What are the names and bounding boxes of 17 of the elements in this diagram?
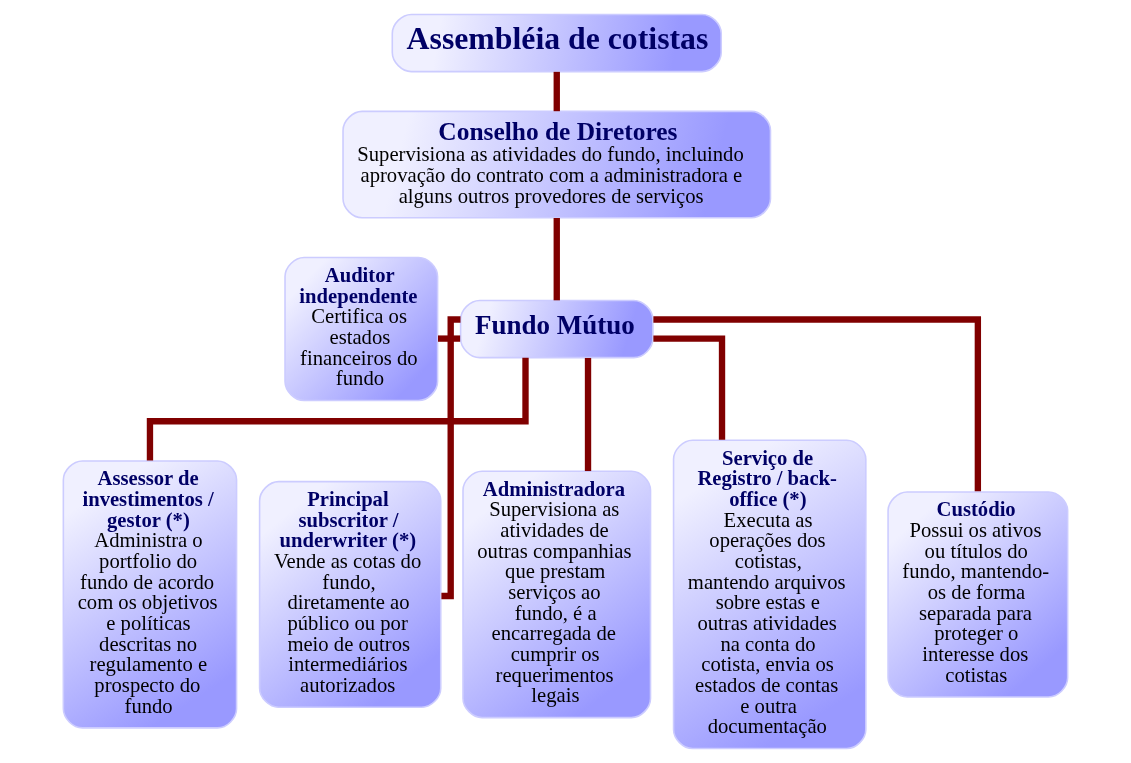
node-box: Auditor independente Certifica os estados financeiros do fundo — [284, 256, 439, 402]
connector — [553, 218, 560, 301]
connector — [438, 335, 461, 342]
connector — [653, 316, 982, 492]
node-box: Assessor de investimentos / gestor (*) Administra o portfolio do fundo de acordo com os objetivos e políticas descritas no regulamento e prospecto do fundo — [62, 460, 238, 729]
node-box: Principal subscritor / underwriter (*) Vende as cotas do fundo, diretamente ao público ou por meio de outros intermediários autorizados — [258, 480, 442, 709]
connector — [146, 357, 529, 461]
node-box: Assembléia de cotistas — [391, 13, 723, 73]
node-box: Fundo Mútuo — [459, 299, 654, 359]
node-box: Administradora Supervisiona as atividades de outras companhias que prestam serviços ao fundo, é a encarregada de cumprir os requerimentos legais — [462, 470, 652, 719]
node-box: Serviço de Registro / back-office (*) Executa as operações dos cotistas, mantendo arquivos sobre estas e outras atividades na conta do cotista, envia os estados de contas e outra documentação — [672, 439, 867, 750]
node-box: Custódio Possui os ativos ou títulos do fundo, mantendo-os de forma separada para proteger o interesse dos cotistas — [887, 491, 1069, 698]
node-box: Conselho de Diretores Supervisiona as atividades do fundo, incluindo aprovação do contrato com a administradora e alguns outros provedores de serviços — [342, 110, 772, 219]
connector — [653, 335, 726, 440]
connector — [441, 316, 461, 600]
connector — [584, 357, 592, 472]
connector — [553, 71, 560, 112]
